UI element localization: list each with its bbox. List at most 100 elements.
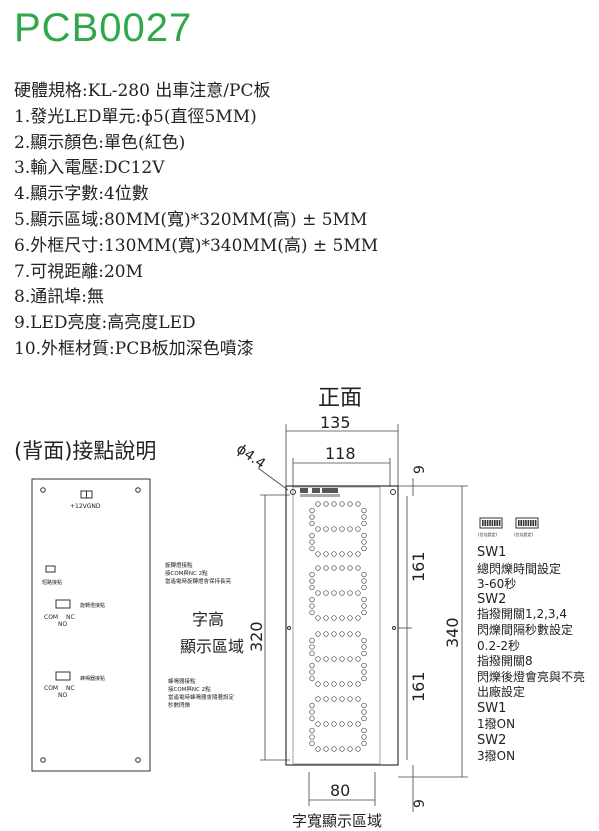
note-line: 接COM與NC 2點 xyxy=(168,685,211,693)
led-dot xyxy=(361,539,367,545)
back-hole-tr xyxy=(135,487,141,493)
spec-line: 2.顯示顏色:單色(紅色) xyxy=(14,132,186,153)
rot-nc: NC xyxy=(66,614,75,621)
led-dot xyxy=(361,609,367,616)
led-dot xyxy=(323,501,329,507)
led-dot xyxy=(347,721,353,727)
led-dot xyxy=(355,656,361,662)
sw1-icon xyxy=(479,517,503,529)
note-line: 3撥ON xyxy=(477,748,515,763)
led-dot xyxy=(355,501,361,507)
dim-hole: ɸ4.4 xyxy=(233,441,268,472)
led-dot xyxy=(347,656,353,662)
led-dot xyxy=(361,520,367,527)
rot-terminal xyxy=(55,599,71,609)
spec-line: 5.顯示區域:80MM(寬)*320MM(高) ± 5MM xyxy=(14,210,368,230)
led-dot xyxy=(331,656,337,662)
led-dot xyxy=(309,539,315,545)
led-dot xyxy=(309,596,315,603)
led-dot xyxy=(355,551,361,557)
back-hole-br xyxy=(135,757,141,763)
led-dot xyxy=(361,584,367,591)
note-line: 閃爍後燈會亮與不亮 xyxy=(477,669,585,684)
short-label: 短路接點 xyxy=(42,579,62,586)
led-dot xyxy=(309,650,315,657)
note-line: SW1 xyxy=(477,701,506,716)
dim-340: 340 xyxy=(443,617,462,648)
note-line: 3-60秒 xyxy=(477,577,516,591)
led-dot xyxy=(361,675,367,682)
led-dot xyxy=(315,526,321,532)
rot-com: COM xyxy=(44,614,58,621)
led-dot xyxy=(339,615,345,621)
sw1-caption: (位址設定) xyxy=(478,531,498,537)
led-dot xyxy=(323,631,329,637)
led-dot xyxy=(339,681,345,687)
note-line: 當遙電時旋轉燈會保持長亮 xyxy=(165,577,232,585)
led-dot xyxy=(361,507,367,514)
note-line: 0.2-2秒 xyxy=(477,639,520,653)
led-dot xyxy=(315,631,321,637)
led-dot xyxy=(323,721,329,727)
led-dot xyxy=(309,532,315,539)
spec-line: 10.外框材質:PCB板加深色噴漆 xyxy=(14,339,254,359)
char-height-label-2: 顯示區域 xyxy=(180,637,244,656)
power-label: +12VGND xyxy=(70,503,101,510)
front-heading: 正面 xyxy=(318,386,362,411)
dim-161-a: 161 xyxy=(409,551,428,582)
led-dot xyxy=(309,709,315,715)
spec-line: 1.發光LED單元:ɸ5(直徑5MM) xyxy=(14,106,257,127)
led-dot xyxy=(361,514,367,520)
led-dot xyxy=(361,578,367,584)
char-height-label-1: 字高 xyxy=(192,610,224,629)
led-dot xyxy=(347,565,353,571)
led-dot xyxy=(331,746,337,752)
led-dot xyxy=(361,669,367,675)
led-dot xyxy=(339,746,345,752)
led-dot xyxy=(347,615,353,621)
led-dot xyxy=(309,637,315,644)
led-dot xyxy=(331,615,337,621)
note-line: SW2 xyxy=(477,733,506,748)
led-dot xyxy=(331,721,337,727)
buzz-label: 蜂鳴器接點 xyxy=(80,675,105,682)
led-dot xyxy=(339,721,345,727)
led-dot xyxy=(323,526,329,532)
spec-line: 4.顯示字數:4位數 xyxy=(14,184,149,205)
led-dot xyxy=(339,526,345,532)
front-hole-tl xyxy=(290,489,296,495)
back-heading: (背面)接點說明 xyxy=(14,439,156,463)
led-dot xyxy=(355,615,361,621)
led-dot xyxy=(361,545,367,552)
led-dot xyxy=(361,603,367,609)
note-line: 總閃爍時間設定 xyxy=(477,561,561,576)
back-board xyxy=(31,478,151,772)
led-dot xyxy=(361,709,367,715)
front-hole-tr xyxy=(390,489,396,495)
led-dot xyxy=(315,615,321,621)
back-hole-bl xyxy=(40,757,46,763)
note-line: 指撥開關8 xyxy=(477,653,533,668)
led-dot xyxy=(323,746,329,752)
note-line: SW1 xyxy=(477,545,506,560)
note-line: 蜂鳴器接點 xyxy=(168,677,196,685)
note-line: SW2 xyxy=(477,592,506,607)
led-dot xyxy=(339,501,345,507)
led-dot xyxy=(347,526,353,532)
led-dot xyxy=(315,656,321,662)
led-dot xyxy=(309,644,315,650)
buzz-com: COM xyxy=(44,685,58,692)
led-dot xyxy=(355,631,361,637)
led-dot xyxy=(361,715,367,722)
led-dot xyxy=(355,565,361,571)
dim-9-top: 9 xyxy=(412,465,428,474)
led-dot xyxy=(315,590,321,596)
dim-80: 80 xyxy=(330,781,350,800)
buzz-no: NO xyxy=(58,692,67,699)
spec-line: 3.輸入電壓:DC12V xyxy=(14,158,165,179)
led-dot xyxy=(309,545,315,552)
led-dot xyxy=(323,551,329,557)
led-dot xyxy=(309,734,315,740)
